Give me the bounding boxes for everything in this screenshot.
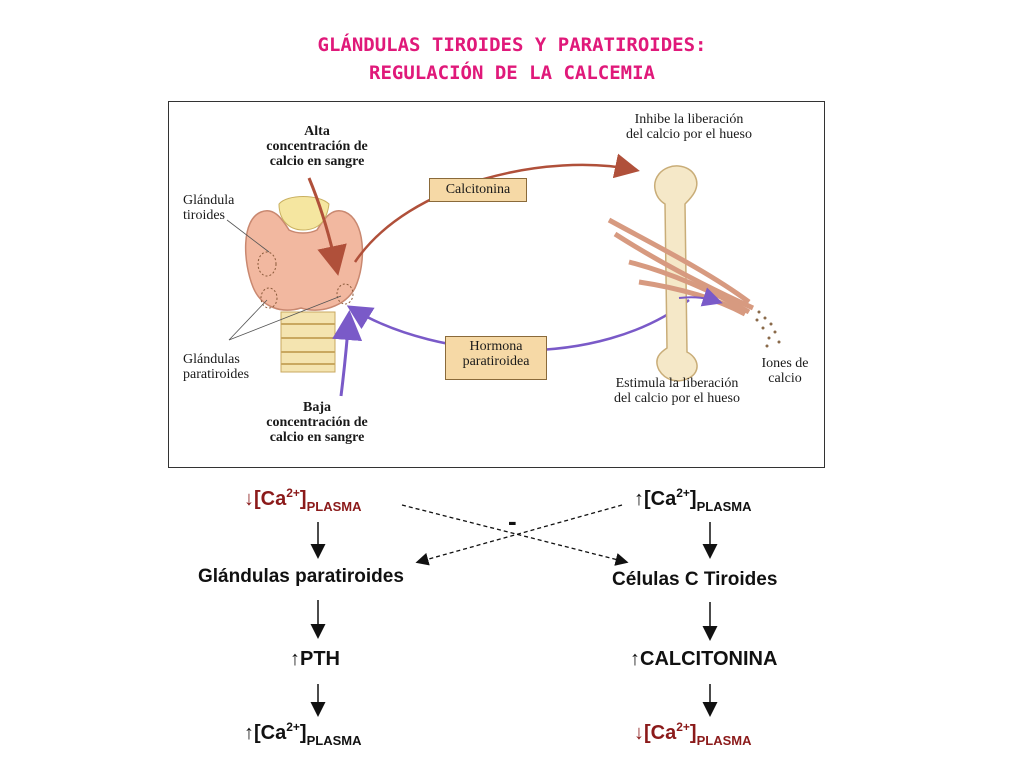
ion-symbol: [Ca (254, 722, 287, 744)
low-calcium-arrow (332, 310, 363, 397)
thyroid-gland-shape (244, 196, 364, 311)
ions-label-line-1: Iones de (761, 356, 809, 371)
pth-tag-line-2: paratiroidea (462, 354, 530, 369)
stimulate-label-line-2: del calcio por el hueso (614, 391, 740, 406)
thyroid-label: Glándula tiroides (183, 193, 234, 223)
pth-tag-line-1: Hormona (469, 339, 523, 354)
plasma-subscript: PLASMA (306, 499, 362, 514)
inhibit-label-line-2: del calcio por el hueso (626, 127, 752, 142)
left-end-calcium: ↑[Ca2+]PLASMA (244, 720, 362, 748)
parathyroid-label-line-2: paratiroides (183, 367, 250, 382)
ions-label-line-2: calcio (768, 371, 802, 386)
inhibit-label-line-1: Inhibe la liberación (634, 112, 744, 127)
inhibit-label: Inhibe la liberación del calcio por el h… (589, 112, 789, 142)
high-calcium-line-2: concentración de (266, 139, 368, 154)
parathyroid-node: Glándulas paratiroides (198, 566, 404, 587)
down-arrow-icon: ↓ (634, 722, 644, 744)
low-calcium-line-3: calcio en sangre (269, 430, 365, 445)
illustration-frame: Alta concentración de calcio en sangre G… (168, 101, 825, 468)
ion-symbol: [Ca (644, 488, 677, 510)
high-calcium-line-3: calcio en sangre (269, 154, 365, 169)
plasma-subscript: PLASMA (306, 733, 362, 748)
inhibition-sign: - (508, 506, 517, 536)
low-calcium-line-2: concentración de (266, 415, 368, 430)
muscle-fibers (607, 217, 755, 317)
ion-charge: 2+ (676, 720, 690, 734)
up-arrow-icon: ↑ (630, 648, 640, 670)
ion-charge: 2+ (286, 486, 300, 500)
ion-symbol: [Ca (644, 722, 677, 744)
plasma-subscript: PLASMA (696, 733, 752, 748)
ion-symbol: [Ca (254, 488, 287, 510)
pth-label: PTH (300, 648, 340, 670)
title-line-2: REGULACIÓN DE LA CALCEMIA (369, 62, 655, 84)
up-arrow-icon: ↑ (634, 488, 644, 510)
title-line-1: GLÁNDULAS TIROIDES Y PARATIROIDES: (317, 34, 707, 56)
ion-charge: 2+ (286, 720, 300, 734)
ion-charge: 2+ (676, 486, 690, 500)
trachea-shape (280, 311, 336, 373)
bracket-close: ] (689, 722, 697, 744)
pth-tag: Hormona paratiroidea (445, 336, 547, 380)
ions-label: Iones de calcio (751, 356, 819, 386)
left-start-calcium: ↓[Ca2+]PLASMA (244, 486, 362, 514)
up-arrow-icon: ↑ (290, 648, 300, 670)
high-calcium-arrow (307, 177, 347, 276)
parathyroid-label-line-1: Glándulas (183, 352, 240, 367)
stimulate-label: Estimula la liberación del calcio por el… (577, 376, 777, 406)
low-calcium-line-1: Baja (303, 400, 331, 415)
up-arrow-icon: ↑ (244, 722, 254, 744)
bracket-close: ] (299, 488, 307, 510)
plasma-subscript: PLASMA (696, 499, 752, 514)
right-start-calcium: ↑[Ca2+]PLASMA (634, 486, 752, 514)
thyroid-label-line-1: Glándula (183, 193, 235, 208)
calcitonin-tag: Calcitonina (429, 178, 527, 202)
low-calcium-label: Baja concentración de calcio en sangre (237, 400, 397, 445)
calcitonin-increase: ↑CALCITONINA (630, 648, 777, 671)
down-arrow-icon: ↓ (244, 488, 254, 510)
right-end-calcium: ↓[Ca2+]PLASMA (634, 720, 752, 748)
parathyroid-label: Glándulas paratiroides (183, 352, 249, 382)
bracket-close: ] (299, 722, 307, 744)
calcium-ions-dots (755, 310, 781, 348)
calcitonin-label: CALCITONINA (640, 648, 778, 670)
thyroid-label-line-2: tiroides (183, 208, 225, 223)
bracket-close: ] (689, 488, 697, 510)
cross-arrow-to-parathyroid (415, 504, 623, 566)
high-calcium-label: Alta concentración de calcio en sangre (237, 124, 397, 169)
c-cells-node: Células C Tiroides (612, 569, 778, 590)
pth-increase: ↑PTH (290, 648, 340, 671)
stimulate-label-line-1: Estimula la liberación (615, 376, 739, 391)
high-calcium-line-1: Alta (304, 124, 330, 139)
